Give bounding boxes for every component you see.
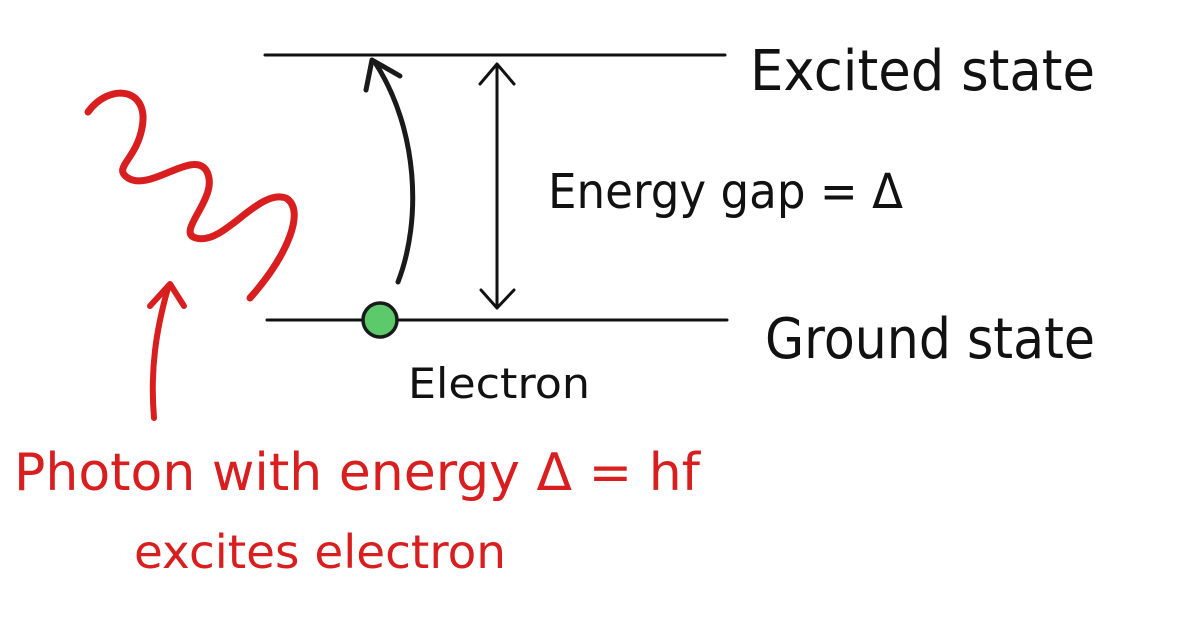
- energy-gap-arrow: [478, 62, 516, 310]
- ground-state-label: Ground state: [765, 307, 1095, 372]
- photon-caption-line2: excites electron: [134, 525, 506, 579]
- transition-arrow: [363, 57, 416, 285]
- electron-dot: [361, 301, 399, 339]
- photon-caption-line1: Photon with energy Δ = hf: [14, 443, 702, 503]
- excited-state-label: Excited state: [750, 39, 1095, 104]
- photon-pointer-arrow: [147, 281, 187, 421]
- energy-gap-label: Energy gap = Δ: [548, 164, 903, 220]
- photon-wave: [84, 89, 298, 302]
- electron-label: Electron: [408, 359, 590, 408]
